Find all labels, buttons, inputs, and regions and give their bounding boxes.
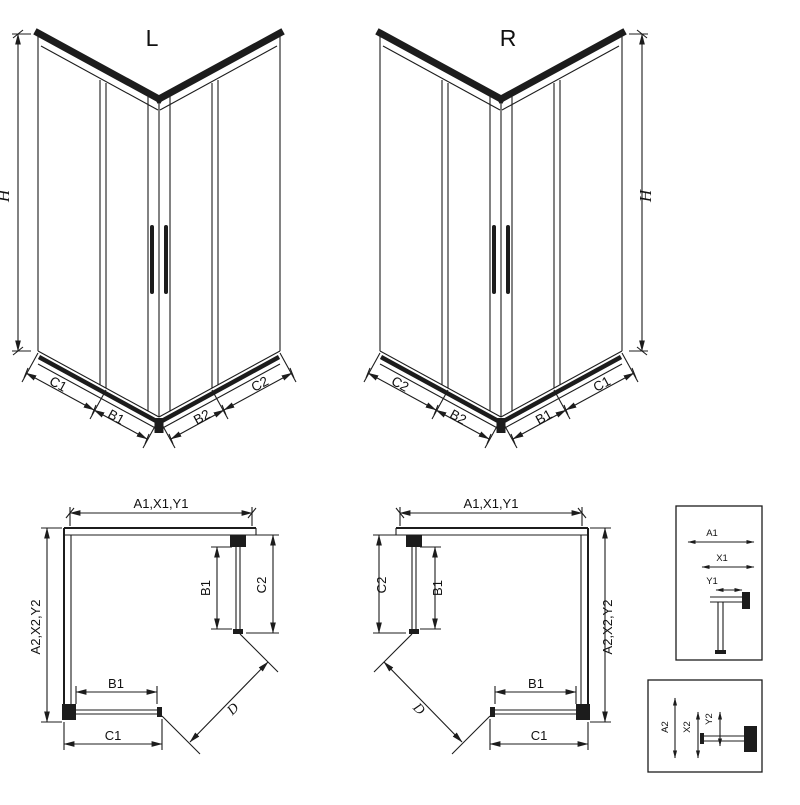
iso-view-left: L H C1 B1 B2 C2 — [0, 25, 296, 448]
plan-left-diagonal-dim-label: D — [224, 701, 242, 719]
plan-left-bottom-inner-dim-label: B1 — [108, 676, 124, 691]
detail-top-frame — [675, 505, 763, 661]
iso-right-variant-label: R — [500, 25, 517, 51]
plan-view-right: A1,X1,Y1 A2,X2,Y2 B1 C2 B1 C1 D — [373, 496, 615, 754]
plan-right-bottom-outer-dim-label: C1 — [531, 728, 548, 743]
plan-right-side-dim-label: A2,X2,Y2 — [600, 600, 615, 655]
iso-right-c2-label: C2 — [389, 373, 411, 394]
iso-left-c2-label: C2 — [249, 373, 271, 394]
detail-view-top: A1 X1 Y1 — [675, 505, 763, 661]
iso-left-variant-label: L — [146, 25, 159, 51]
plan-view-left: A1,X1,Y1 A2,X2,Y2 B1 C2 B1 C1 D — [28, 496, 279, 754]
iso-left-height-dim-label: H — [0, 188, 13, 203]
iso-right-height-dim-label: H — [636, 188, 655, 203]
detail-bottom-frame — [647, 679, 763, 773]
iso-left-b1-label: B1 — [105, 407, 127, 428]
plan-left-side-dim-label: A2,X2,Y2 — [28, 600, 43, 655]
plan-right-top-dim-label: A1,X1,Y1 — [464, 496, 519, 511]
iso-left-b2-label: B2 — [191, 407, 213, 428]
plan-left-panel-inner-dim-label: B1 — [198, 580, 213, 596]
detail-view-bottom: A2 X2 Y2 — [647, 679, 763, 773]
plan-right-panel-outer-dim-label: C2 — [374, 577, 389, 594]
plan-left-bottom-outer-dim-label: C1 — [105, 728, 122, 743]
plan-right-geometry — [373, 507, 611, 754]
iso-view-right: R H C2 B2 B1 C1 — [364, 25, 655, 448]
detail-top-y1-label: Y1 — [706, 576, 718, 587]
iso-right-b2-label: B2 — [447, 407, 469, 428]
plan-left-panel-outer-dim-label: C2 — [254, 577, 269, 594]
iso-right-b1-label: B1 — [533, 407, 555, 428]
detail-bottom-y2-label: Y2 — [704, 713, 715, 725]
detail-bottom-x2-label: X2 — [682, 721, 693, 733]
detail-top-a1-label: A1 — [706, 528, 718, 539]
iso-left-c1-label: C1 — [47, 373, 69, 394]
detail-top-x1-label: X1 — [716, 553, 728, 564]
plan-right-panel-inner-dim-label: B1 — [430, 580, 445, 596]
plan-left-geometry — [41, 507, 279, 754]
plan-right-diagonal-dim-label: D — [409, 700, 427, 718]
plan-left-top-dim-label: A1,X1,Y1 — [134, 496, 189, 511]
detail-bottom-a2-label: A2 — [660, 721, 671, 733]
plan-right-bottom-inner-dim-label: B1 — [528, 676, 544, 691]
iso-right-c1-label: C1 — [591, 373, 613, 394]
